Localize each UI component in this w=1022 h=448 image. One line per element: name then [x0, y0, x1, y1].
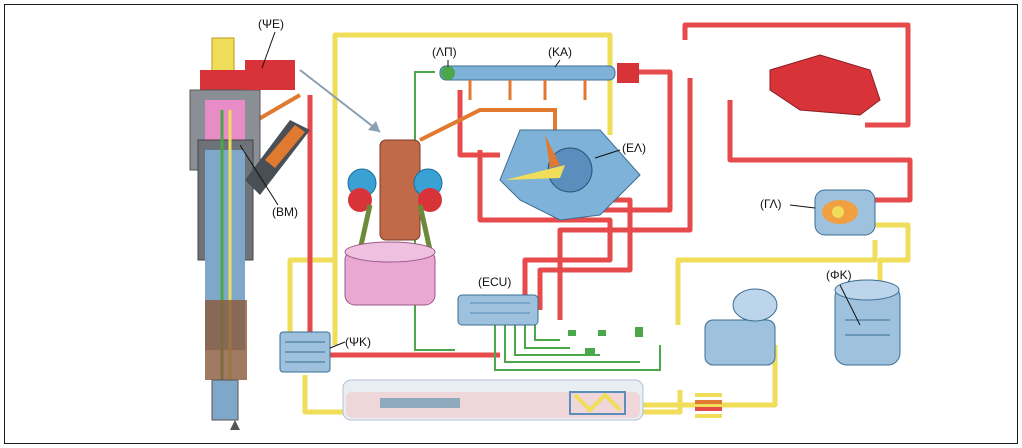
engine-cylinder: [345, 140, 442, 305]
svg-text:(ΒΜ): (ΒΜ): [272, 205, 298, 219]
fuel-filter: [835, 280, 900, 365]
svg-text:(ΚΑ): (ΚΑ): [548, 45, 572, 59]
label-common-rail: (ΚΑ): [548, 45, 572, 67]
svg-text:(ΨΚ): (ΨΚ): [345, 335, 371, 349]
ecu-unit: [458, 295, 538, 325]
label-feed-pump: (ΓΛ): [760, 197, 815, 211]
svg-text:(ΓΛ): (ΓΛ): [760, 197, 782, 211]
svg-text:(ΛΠ): (ΛΠ): [432, 45, 457, 59]
pressure-regulator: [770, 55, 880, 115]
label-pressure-sensor: (ΛΠ): [432, 45, 457, 67]
fuel-tank: [343, 380, 643, 420]
fuel-cooler: [280, 332, 330, 372]
pressure-limiter-valve: [617, 63, 639, 83]
tank-pump-unit: [705, 289, 777, 365]
sensors: [568, 327, 643, 356]
svg-text:(ΕΛ): (ΕΛ): [622, 141, 646, 155]
svg-text:(ECU): (ECU): [478, 275, 511, 289]
svg-text:(ΦΚ): (ΦΚ): [826, 268, 852, 282]
feed-pump: [815, 190, 875, 235]
label-ecu: (ECU): [478, 275, 511, 289]
injector-solenoid-connector: [245, 60, 295, 90]
high-pressure-pump: [500, 130, 640, 220]
svg-text:(ΨΕ): (ΨΕ): [258, 17, 284, 31]
